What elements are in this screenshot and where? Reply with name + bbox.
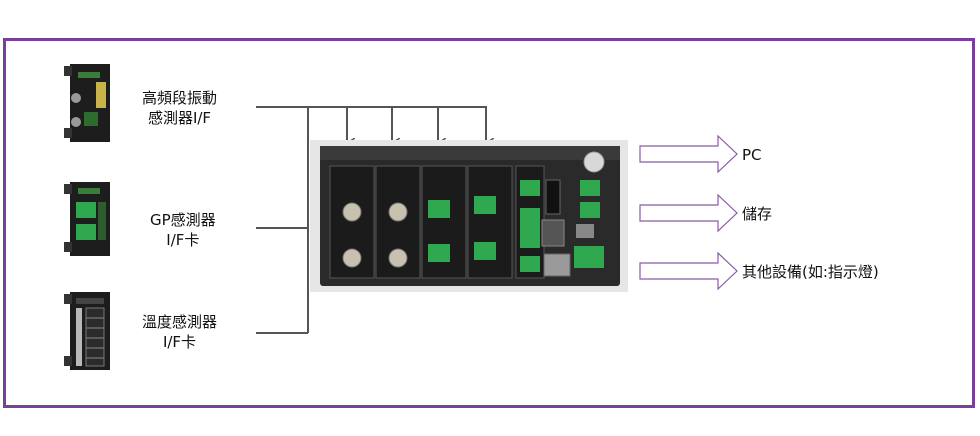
output-label-storage: 儲存 <box>742 205 773 223</box>
pcb-card-icon <box>64 292 110 370</box>
hollow-arrow-icon <box>639 251 738 291</box>
module-label-vibration: 高頻段振動 感測器I/F <box>142 88 217 128</box>
label-line: I/F卡 <box>162 333 197 351</box>
label-line: 高頻段振動 <box>142 89 218 107</box>
module-label-temperature: 溫度感測器 I/F卡 <box>142 312 217 352</box>
label-line: 溫度感測器 <box>142 313 218 331</box>
output-label-other-devices: 其他設備(如:指示燈) <box>742 263 879 281</box>
label-line: I/F卡 <box>166 231 200 249</box>
label-line: GP感測器 <box>150 211 216 229</box>
output-label-pc: PC <box>742 146 762 164</box>
hollow-arrow-icon <box>639 193 738 233</box>
label-line: 感測器I/F <box>147 109 212 127</box>
controller-unit-icon <box>310 140 628 292</box>
pcb-card-icon <box>64 64 110 142</box>
pcb-card-icon <box>64 182 110 256</box>
hollow-arrow-icon <box>639 134 738 174</box>
module-label-gp: GP感測器 I/F卡 <box>150 210 216 250</box>
